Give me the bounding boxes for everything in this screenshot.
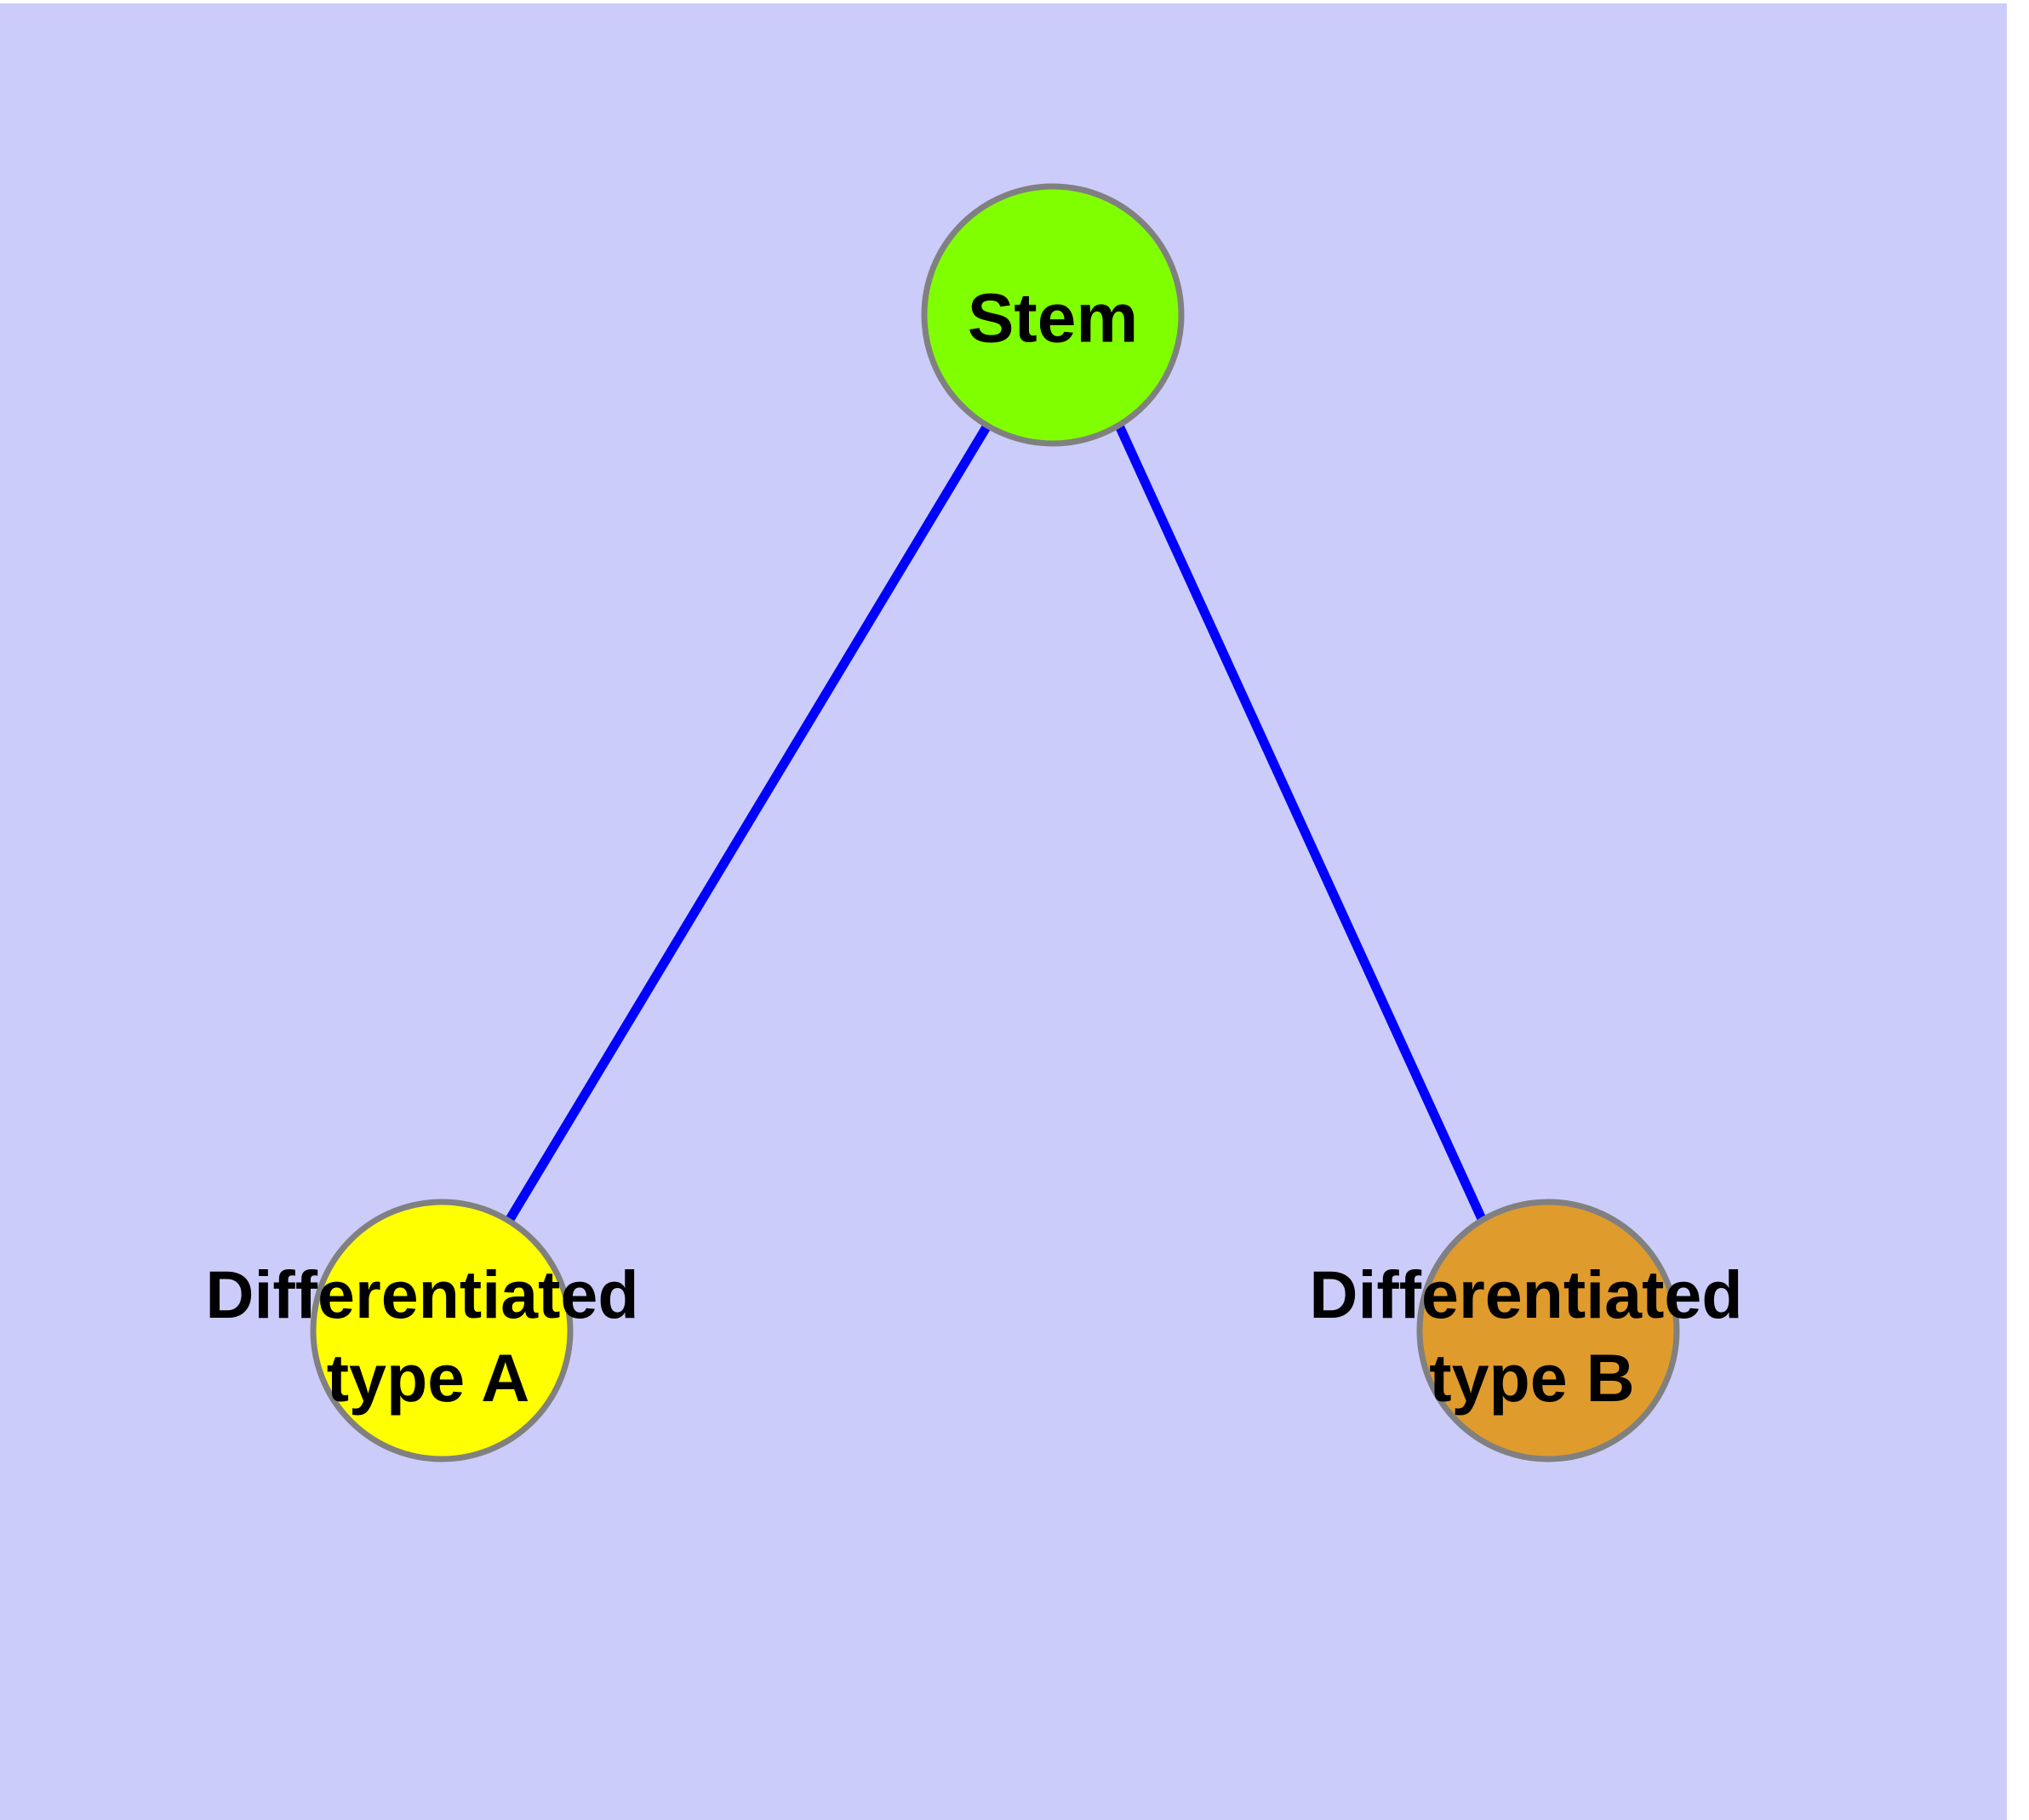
node-stem-label: Stem xyxy=(968,280,1139,358)
node-differentiated-type-b-label-line1: Differentiated xyxy=(1309,1256,1742,1332)
node-differentiated-type-a[interactable]: Differentiated type A xyxy=(205,1199,639,1462)
node-differentiated-type-b-label-line2: type B xyxy=(1429,1340,1634,1416)
node-differentiated-type-a-label-line1: Differentiated xyxy=(205,1256,638,1332)
node-stem[interactable]: Stem xyxy=(921,183,1185,447)
edge-stem-to-differentiated-type-a[interactable] xyxy=(505,423,992,1223)
node-differentiated-type-a-circle[interactable] xyxy=(310,1199,574,1462)
node-differentiated-type-b-circle[interactable] xyxy=(1416,1199,1680,1462)
node-stem-circle[interactable] xyxy=(921,183,1185,447)
node-differentiated-type-a-label-line2: type A xyxy=(327,1340,530,1416)
edge-stem-to-differentiated-type-b[interactable] xyxy=(1114,423,1488,1223)
node-differentiated-type-b[interactable]: Differentiated type B xyxy=(1309,1199,1743,1462)
edge-layer xyxy=(505,423,1488,1223)
